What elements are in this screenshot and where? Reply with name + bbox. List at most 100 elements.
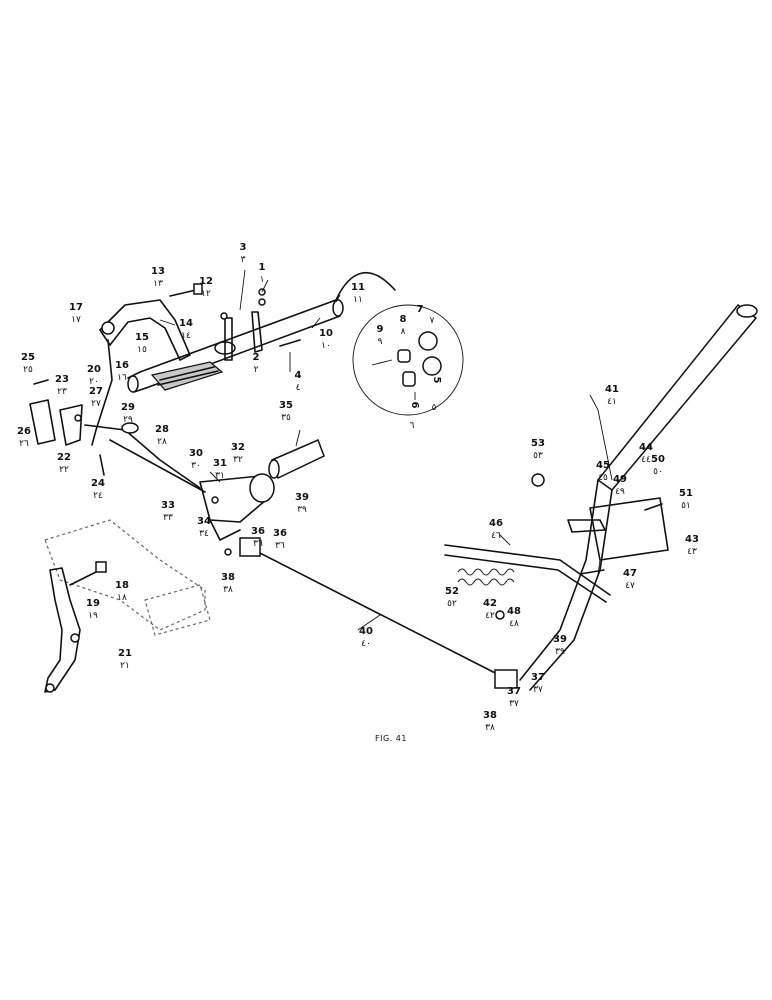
callout-43-ar: ٤٣ — [687, 547, 697, 557]
callout-53: 53 — [531, 438, 545, 449]
callout-15-ar: ١٥ — [137, 345, 147, 355]
callout-47: 47 — [623, 568, 637, 579]
callout-46-ar: ٤٦ — [491, 531, 501, 541]
callout-36-repeat-ar: ٣٦ — [253, 539, 263, 549]
callout-11: 11 — [351, 282, 365, 293]
callout-38-ar: ٣٨ — [223, 585, 233, 595]
callout-46: 46 — [489, 518, 503, 529]
callout-7-ar: ٧ — [430, 316, 435, 326]
callout-6: 6 — [409, 402, 420, 409]
callout-25-ar: ٢٥ — [23, 365, 33, 375]
callout-37-repeat-ar: ٣٧ — [509, 699, 519, 709]
callout-22: 22 — [57, 452, 71, 463]
callout-3: 3 — [240, 242, 247, 253]
callout-37: 37 — [531, 672, 545, 683]
callout-35-ar: ٣٥ — [281, 413, 291, 423]
callout-47-ar: ٤٧ — [625, 581, 635, 591]
callout-36-ar: ٣٦ — [275, 541, 285, 551]
detail-circle — [352, 304, 464, 416]
callout-38-repeat-ar: ٣٨ — [485, 723, 495, 733]
callout-24: 24 — [91, 478, 105, 489]
callout-18-ar: ١٨ — [117, 593, 127, 603]
callout-30-ar: ٣٠ — [191, 461, 201, 471]
callout-38-repeat: 38 — [483, 710, 497, 721]
callout-52: 52 — [445, 586, 459, 597]
callout-24-ar: ٢٤ — [93, 491, 103, 501]
callout-48: 48 — [507, 606, 521, 617]
callout-16-ar: ١٦ — [117, 373, 127, 383]
callout-51: 51 — [679, 488, 693, 499]
callout-43: 43 — [685, 534, 699, 545]
callout-51-ar: ٥١ — [681, 501, 691, 511]
callout-9: 9 — [377, 324, 384, 335]
callout-45: 45 — [596, 460, 610, 471]
callout-39-ar: ٣٩ — [297, 505, 307, 515]
callout-14: 14 — [179, 318, 193, 329]
callout-48-ar: ٤٨ — [509, 619, 519, 629]
callout-1-ar: ١ — [260, 275, 265, 285]
callout-23: 23 — [55, 374, 69, 385]
callout-16: 16 — [115, 360, 129, 371]
pin-12-head — [193, 283, 203, 295]
callout-32-ar: ٣٢ — [233, 455, 243, 465]
callout-18: 18 — [115, 580, 129, 591]
callout-12-ar: ١٢ — [201, 289, 211, 299]
ghost-pedal — [44, 519, 211, 693]
callout-35: 35 — [279, 400, 293, 411]
callout-20: 20 — [87, 364, 101, 375]
callout-23-ar: ٢٣ — [57, 387, 67, 397]
callout-2-ar: ٢ — [254, 365, 259, 375]
callout-28-ar: ٢٨ — [157, 437, 167, 447]
callout-1: 1 — [259, 262, 266, 273]
callout-10-ar: ١٠ — [321, 341, 331, 351]
callout-50-ar: ٥٠ — [653, 467, 663, 477]
callout-53-ar: ٥٣ — [533, 451, 543, 461]
figure-caption: FIG. 41 — [375, 734, 407, 743]
callout-49: 49 — [613, 474, 627, 485]
callout-37-repeat: 37 — [507, 686, 521, 697]
sleeve-35 — [268, 438, 325, 480]
long-rod-40 — [224, 537, 518, 689]
callout-31-ar: ٣١ — [215, 471, 225, 481]
callout-17-ar: ١٧ — [71, 315, 81, 325]
callout-14-ar: ١٤ — [181, 331, 191, 341]
callout-40-ar: ٤٠ — [361, 639, 371, 649]
callout-31: 31 — [213, 458, 227, 469]
callout-36-repeat: 36 — [251, 526, 265, 537]
callout-40: 40 — [359, 626, 373, 637]
callout-26-ar: ٢٦ — [19, 439, 29, 449]
callout-38: 38 — [221, 572, 235, 583]
callout-5: 5 — [431, 377, 442, 384]
callout-21: 21 — [118, 648, 132, 659]
callout-29: 29 — [121, 402, 135, 413]
callout-36: 36 — [273, 528, 287, 539]
callout-39: 39 — [295, 492, 309, 503]
callout-9-ar: ٩ — [378, 337, 383, 347]
callout-41-ar: ٤١ — [607, 397, 617, 407]
callout-33-ar: ٣٣ — [163, 513, 173, 523]
callout-26: 26 — [17, 426, 31, 437]
callout-32: 32 — [231, 442, 245, 453]
callout-13: 13 — [151, 266, 165, 277]
callout-27-ar: ٢٧ — [91, 399, 101, 409]
callout-37-ar: ٣٧ — [533, 685, 543, 695]
callout-8-ar: ٨ — [401, 327, 406, 337]
pin-12 — [169, 289, 197, 297]
callout-50: 50 — [651, 454, 665, 465]
callout-15: 15 — [135, 332, 149, 343]
callout-12: 12 — [199, 276, 213, 287]
brake-pedal-assembly — [99, 299, 236, 391]
callout-20-ar: ٢٠ — [89, 377, 99, 387]
callout-2: 2 — [253, 352, 260, 363]
bar-and-spring — [444, 473, 611, 620]
callout-33: 33 — [161, 500, 175, 511]
callout-19-ar: ١٩ — [88, 611, 98, 621]
callout-10: 10 — [319, 328, 333, 339]
callout-19: 19 — [86, 598, 100, 609]
leader-lines — [159, 269, 613, 631]
callout-42: 42 — [483, 598, 497, 609]
callout-7: 7 — [417, 304, 424, 315]
callout-11-ar: ١١ — [353, 295, 363, 305]
